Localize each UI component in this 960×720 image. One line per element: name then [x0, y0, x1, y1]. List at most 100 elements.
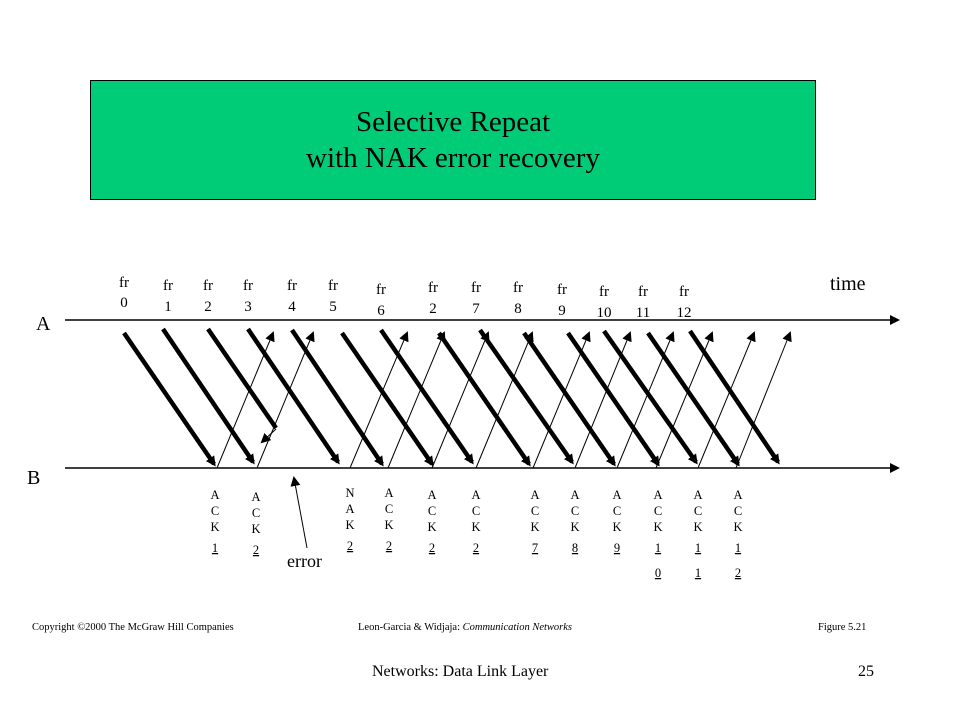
frame-arrow [122, 331, 216, 467]
ack-label: A C K 2 [384, 486, 393, 553]
svg-text:8: 8 [572, 541, 578, 555]
frame-arrow [246, 327, 340, 465]
svg-text:A: A [570, 488, 579, 502]
frame-label: 2 [204, 299, 212, 315]
svg-text:2: 2 [429, 541, 435, 555]
frame-label: 6 [377, 303, 385, 319]
svg-text:C: C [211, 504, 219, 518]
svg-text:A: A [471, 488, 480, 502]
ack-arrow [387, 331, 446, 469]
ack-arrows [216, 331, 792, 469]
frame-label: 4 [288, 299, 296, 315]
frame-labels: fr 0 fr 1 fr 2 fr 3 fr 4 fr 5 fr 6 fr 2 … [119, 275, 692, 321]
frame-label: fr [119, 275, 129, 291]
svg-text:A: A [653, 488, 662, 502]
svg-text:A: A [384, 486, 393, 500]
title-line-2: with NAK error recovery [306, 142, 600, 174]
error-hit-arrow [260, 428, 277, 444]
frame-arrow [290, 328, 384, 467]
error-pointer-arrow [290, 476, 308, 549]
svg-text:7: 7 [532, 541, 538, 555]
frame-label: 0 [120, 295, 128, 311]
svg-text:C: C [734, 504, 742, 518]
svg-text:K: K [653, 520, 662, 534]
station-a-label: A [36, 313, 51, 335]
frame-arrow [688, 329, 780, 465]
ack-label: A C K 8 [570, 488, 579, 555]
svg-text:K: K [530, 520, 539, 534]
frame-label: fr [638, 284, 648, 300]
svg-text:A: A [733, 488, 742, 502]
svg-text:C: C [472, 504, 480, 518]
svg-text:C: C [428, 504, 436, 518]
frame-arrow [522, 331, 616, 467]
ack-label: A C K 9 [612, 488, 621, 555]
svg-text:K: K [251, 522, 260, 536]
frame-label: 12 [677, 305, 692, 321]
frame-label: 10 [597, 305, 612, 321]
svg-text:2: 2 [735, 566, 741, 580]
frame-label: fr [376, 282, 386, 298]
ack-arrow [475, 331, 534, 469]
svg-text:C: C [531, 504, 539, 518]
error-label: error [287, 551, 322, 571]
svg-text:2: 2 [347, 539, 353, 553]
time-label: time [830, 273, 866, 295]
svg-text:1: 1 [655, 541, 661, 555]
frame-label: fr [557, 282, 567, 298]
ack-arrow [256, 331, 315, 469]
ack-labels: A C K 1 A C K 2 N A K 2 A C K 2 A C K 2 [210, 486, 742, 580]
frame-label: 8 [514, 301, 522, 317]
frame-label: 7 [472, 301, 480, 317]
svg-text:K: K [384, 518, 393, 532]
frame-label: fr [513, 280, 523, 296]
svg-text:C: C [613, 504, 621, 518]
svg-text:0: 0 [655, 566, 661, 580]
svg-text:C: C [694, 504, 702, 518]
svg-text:N: N [345, 486, 354, 500]
frame-label: fr [243, 278, 253, 294]
frame-label: fr [471, 280, 481, 296]
svg-text:1: 1 [735, 541, 741, 555]
svg-text:K: K [612, 520, 621, 534]
ack-label: A C K 1 0 [653, 488, 662, 580]
frame-label: fr [428, 280, 438, 296]
ack-label: A C K 7 [530, 488, 539, 555]
copyright-text: Copyright ©2000 The McGraw Hill Companie… [32, 622, 234, 633]
frame-arrow [478, 328, 574, 465]
frame-arrow [340, 331, 434, 467]
ack-arrow [616, 331, 675, 469]
title-box: Selective Repeat with NAK error recovery [90, 80, 816, 200]
ack-label: A C K 2 [251, 490, 260, 557]
slide-footer-title: Networks: Data Link Layer [372, 663, 549, 680]
svg-text:A: A [530, 488, 539, 502]
frame-label: fr [287, 278, 297, 294]
book-title: Communication Networks [462, 622, 573, 633]
frame-label: 9 [558, 303, 566, 319]
nak-label: N A K 2 [345, 486, 354, 553]
ack-label: A C K 1 2 [733, 488, 742, 580]
ack-arrow [532, 331, 591, 469]
svg-text:1: 1 [695, 541, 701, 555]
ack-arrow [431, 331, 490, 469]
ack-arrow [216, 331, 275, 469]
svg-text:C: C [571, 504, 579, 518]
frame-label: 5 [329, 299, 337, 315]
svg-text:K: K [570, 520, 579, 534]
svg-text:K: K [471, 520, 480, 534]
svg-text:2: 2 [253, 543, 259, 557]
svg-text:K: K [345, 518, 354, 532]
frame-arrows [122, 327, 780, 467]
frame-arrow [566, 331, 660, 467]
svg-text:A: A [345, 502, 354, 516]
ack-arrow [655, 331, 714, 469]
svg-text:A: A [210, 488, 219, 502]
svg-text:C: C [252, 506, 260, 520]
frame-label: fr [328, 278, 338, 294]
frame-arrow [379, 328, 474, 465]
ack-label: A C K 1 1 [693, 488, 702, 580]
ack-arrow [735, 331, 792, 469]
frame-label: 1 [164, 299, 172, 315]
ack-label: A C K 1 [210, 488, 219, 555]
svg-text:A: A [693, 488, 702, 502]
